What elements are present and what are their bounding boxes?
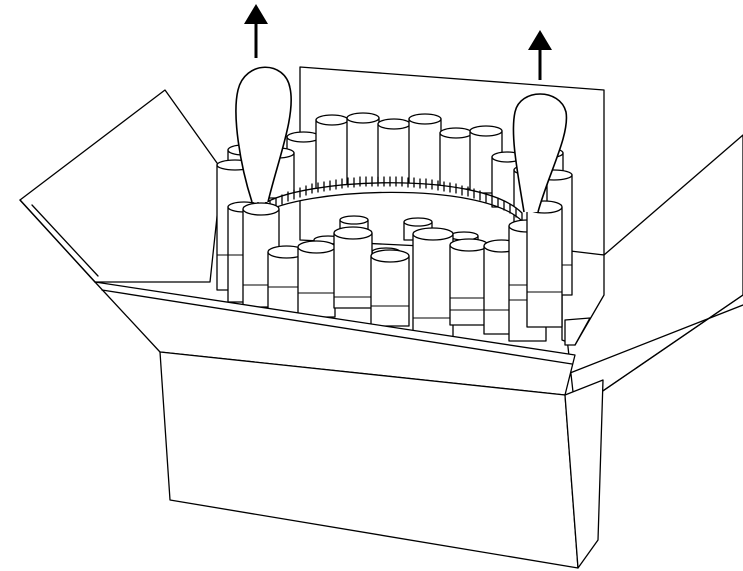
tube bbox=[412, 227, 454, 345]
tube-bundle bbox=[216, 112, 573, 345]
box-left-flap-fold bbox=[19, 199, 96, 283]
pull-loop-right bbox=[512, 93, 568, 213]
box-front-flap-edge bbox=[101, 289, 573, 365]
box-right-face bbox=[564, 379, 604, 569]
box-right-flap-edge bbox=[569, 304, 743, 374]
tube bbox=[526, 200, 563, 328]
box-left-flap bbox=[19, 89, 223, 283]
tube bbox=[297, 240, 336, 318]
box-right-corner-flap bbox=[564, 317, 591, 346]
tube bbox=[439, 127, 473, 190]
tube bbox=[346, 112, 380, 187]
pull-loop-left bbox=[235, 66, 292, 203]
tube bbox=[449, 238, 489, 326]
tube bbox=[370, 249, 410, 327]
up-arrow-icon bbox=[244, 4, 268, 58]
tube bbox=[408, 113, 442, 186]
tube bbox=[333, 226, 373, 309]
up-arrow-icon bbox=[528, 30, 552, 80]
tube bbox=[377, 118, 411, 185]
tube bbox=[315, 114, 349, 191]
box-left-flap-edge bbox=[31, 204, 99, 277]
